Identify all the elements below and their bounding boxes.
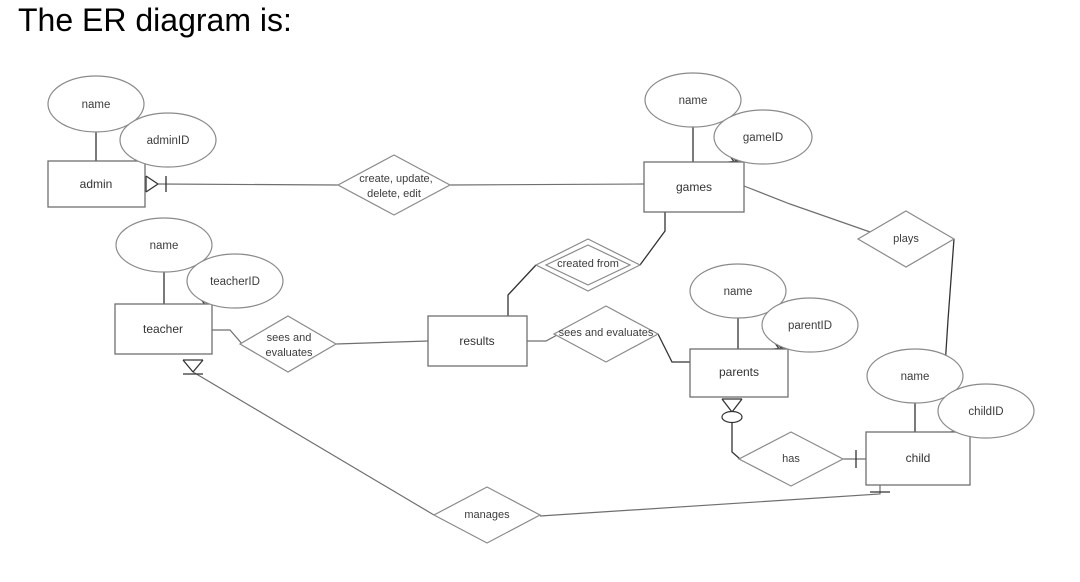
cardinality-teacher-many (182, 359, 204, 375)
attribute-admin-name[interactable]: name (47, 75, 145, 133)
attribute-games-id[interactable]: gameID (713, 109, 813, 165)
relationship-sees-right-label: sees and evaluates (559, 327, 654, 339)
attribute-games-name[interactable]: name (644, 72, 742, 128)
cardinality-parents-zero-many (721, 398, 743, 424)
entity-results-label: results (459, 334, 494, 348)
entity-teacher-label: teacher (143, 322, 183, 336)
connection-teacher-sees (212, 329, 244, 346)
relationship-sees-and-evaluates-teacher[interactable]: sees and evaluates (238, 315, 338, 373)
relationship-manages-label: manages (464, 509, 510, 521)
connection-parents-has (731, 414, 741, 460)
relationship-created-from[interactable]: created from (534, 238, 642, 292)
entity-child-label: child (906, 451, 931, 465)
connection-sees2-parents (657, 333, 690, 363)
attribute-child-id-label: childID (968, 406, 1003, 418)
page-title: The ER diagram is: (18, 2, 292, 38)
attribute-admin-id[interactable]: adminID (119, 112, 217, 168)
relationship-created-from-label: created from (557, 258, 619, 270)
attribute-child-id[interactable]: childID (937, 383, 1035, 439)
entity-admin-label: admin (80, 177, 113, 191)
attribute-games-id-label: gameID (743, 132, 783, 144)
attribute-teacher-name-label: name (150, 240, 179, 252)
attribute-admin-id-label: adminID (147, 135, 190, 147)
connection-games-createdfrom (639, 212, 666, 266)
connection-admin-create (157, 183, 339, 186)
relationship-plays-label: plays (893, 233, 919, 245)
attribute-parents-name[interactable]: name (689, 263, 787, 319)
relationship-plays[interactable]: plays (856, 210, 956, 268)
relationship-create-update-delete-edit[interactable]: create, update, delete, edit (336, 154, 452, 216)
attribute-child-name[interactable]: name (866, 348, 964, 404)
attribute-admin-name-label: name (82, 99, 111, 111)
attribute-parents-id[interactable]: parentID (761, 297, 859, 353)
entity-teacher[interactable]: teacher (114, 303, 213, 355)
attribute-teacher-id[interactable]: teacherID (186, 253, 284, 309)
relationship-create-line2: delete, edit (367, 188, 421, 200)
connection-sees-results (335, 340, 429, 345)
relationship-has[interactable]: has (737, 431, 845, 487)
entity-games[interactable]: games (643, 161, 745, 213)
relationship-sees-left-line1: sees and (267, 332, 312, 344)
entity-child[interactable]: child (865, 431, 971, 486)
connection-manages-child (539, 485, 881, 517)
relationship-manages[interactable]: manages (432, 486, 542, 544)
attribute-parents-name-label: name (724, 286, 753, 298)
attribute-teacher-id-label: teacherID (210, 276, 260, 288)
entity-results[interactable]: results (427, 315, 528, 367)
attribute-parents-id-label: parentID (788, 320, 832, 332)
connection-create-games (449, 183, 645, 186)
relationship-create-line1: create, update, (359, 173, 432, 185)
relationship-sees-and-evaluates-parents[interactable]: sees and evaluates (552, 305, 660, 363)
entity-admin[interactable]: admin (47, 160, 146, 208)
entity-parents-label: parents (719, 365, 759, 379)
entity-games-label: games (676, 180, 712, 194)
relationship-has-label: has (782, 453, 800, 465)
connection-results-sees2 (527, 333, 560, 342)
attribute-child-name-label: name (901, 371, 930, 383)
connection-createdfrom-results (507, 264, 537, 316)
attribute-teacher-name[interactable]: name (115, 217, 213, 273)
connection-teacher-manages (192, 371, 435, 516)
relationship-sees-left-line2: evaluates (265, 347, 313, 359)
attribute-games-name-label: name (679, 95, 708, 107)
entity-parents[interactable]: parents (689, 348, 789, 398)
connection-games-plays (743, 185, 874, 234)
cardinality-admin-many (145, 175, 167, 193)
